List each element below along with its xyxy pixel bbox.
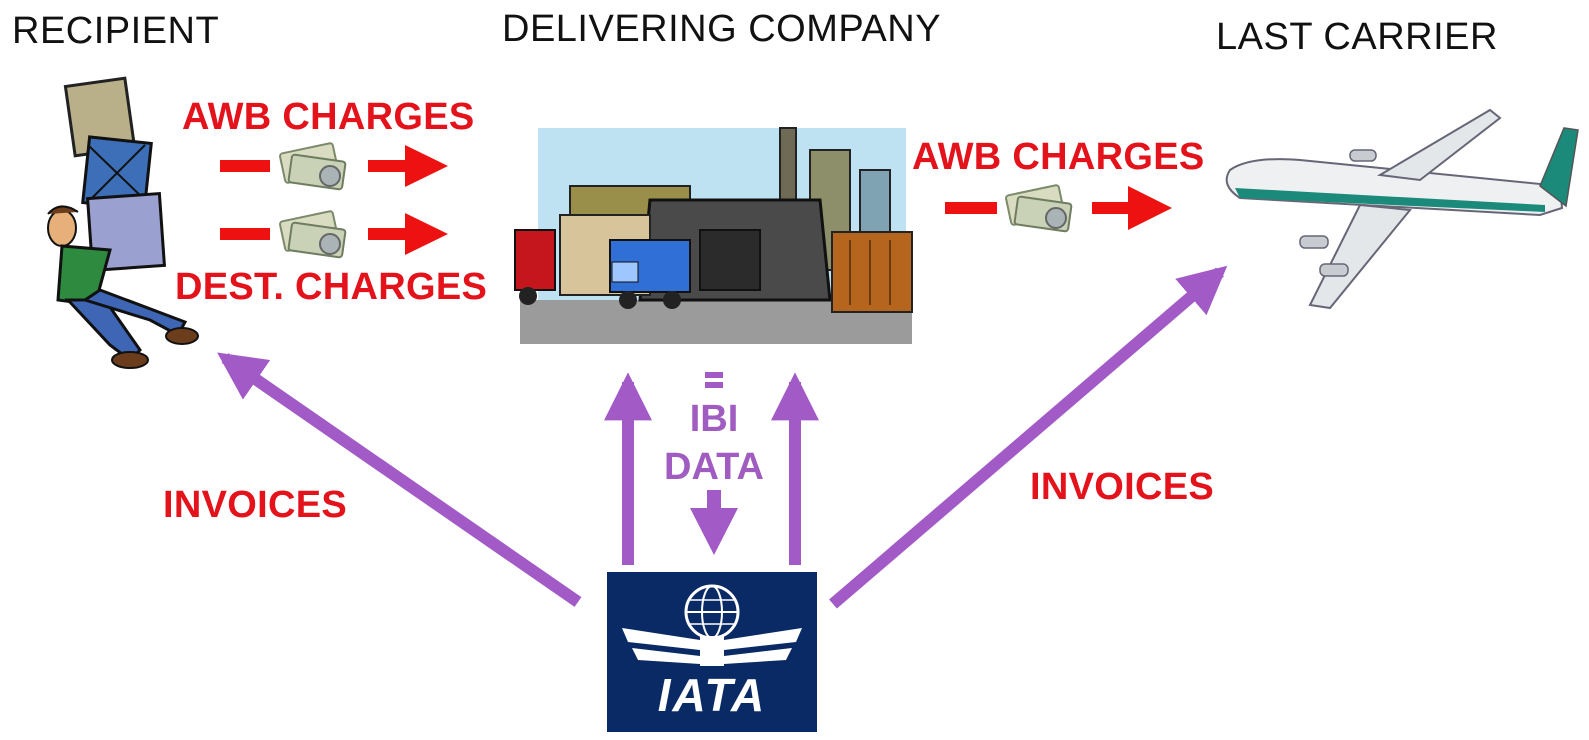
invoice-arrow-to-carrier	[829, 265, 1228, 609]
iata-logo	[607, 572, 817, 732]
heading-last-carrier: LAST CARRIER	[1216, 16, 1498, 58]
airplane-icon	[1225, 108, 1579, 310]
heading-recipient: RECIPIENT	[12, 10, 220, 52]
money-icon	[1005, 184, 1073, 233]
label-invoices-right: INVOICES	[1030, 466, 1214, 508]
iata-logo-text: IATA	[657, 669, 767, 721]
recipient-icon	[47, 76, 199, 369]
label-awb-charges-right: AWB CHARGES	[912, 136, 1205, 178]
label-dest-charges: DEST. CHARGES	[175, 266, 488, 308]
label-awb-charges-left: AWB CHARGES	[182, 96, 475, 138]
label-ibi: IBI	[689, 398, 739, 440]
label-invoices-left: INVOICES	[163, 484, 347, 526]
label-data: DATA	[664, 446, 764, 488]
awb-charge-arrow-right	[945, 184, 1172, 233]
invoice-arrow-to-recipient	[217, 352, 582, 607]
money-icon	[279, 210, 347, 259]
label-ibi-data: IBI DATA	[650, 395, 778, 491]
ibi-data-arrow-down	[690, 372, 738, 555]
dest-charge-arrow-left	[220, 210, 448, 259]
factory-icon	[514, 127, 913, 344]
money-icon	[279, 142, 347, 191]
heading-delivering-company: DELIVERING COMPANY	[502, 8, 942, 50]
awb-charge-arrow-left	[220, 142, 448, 191]
